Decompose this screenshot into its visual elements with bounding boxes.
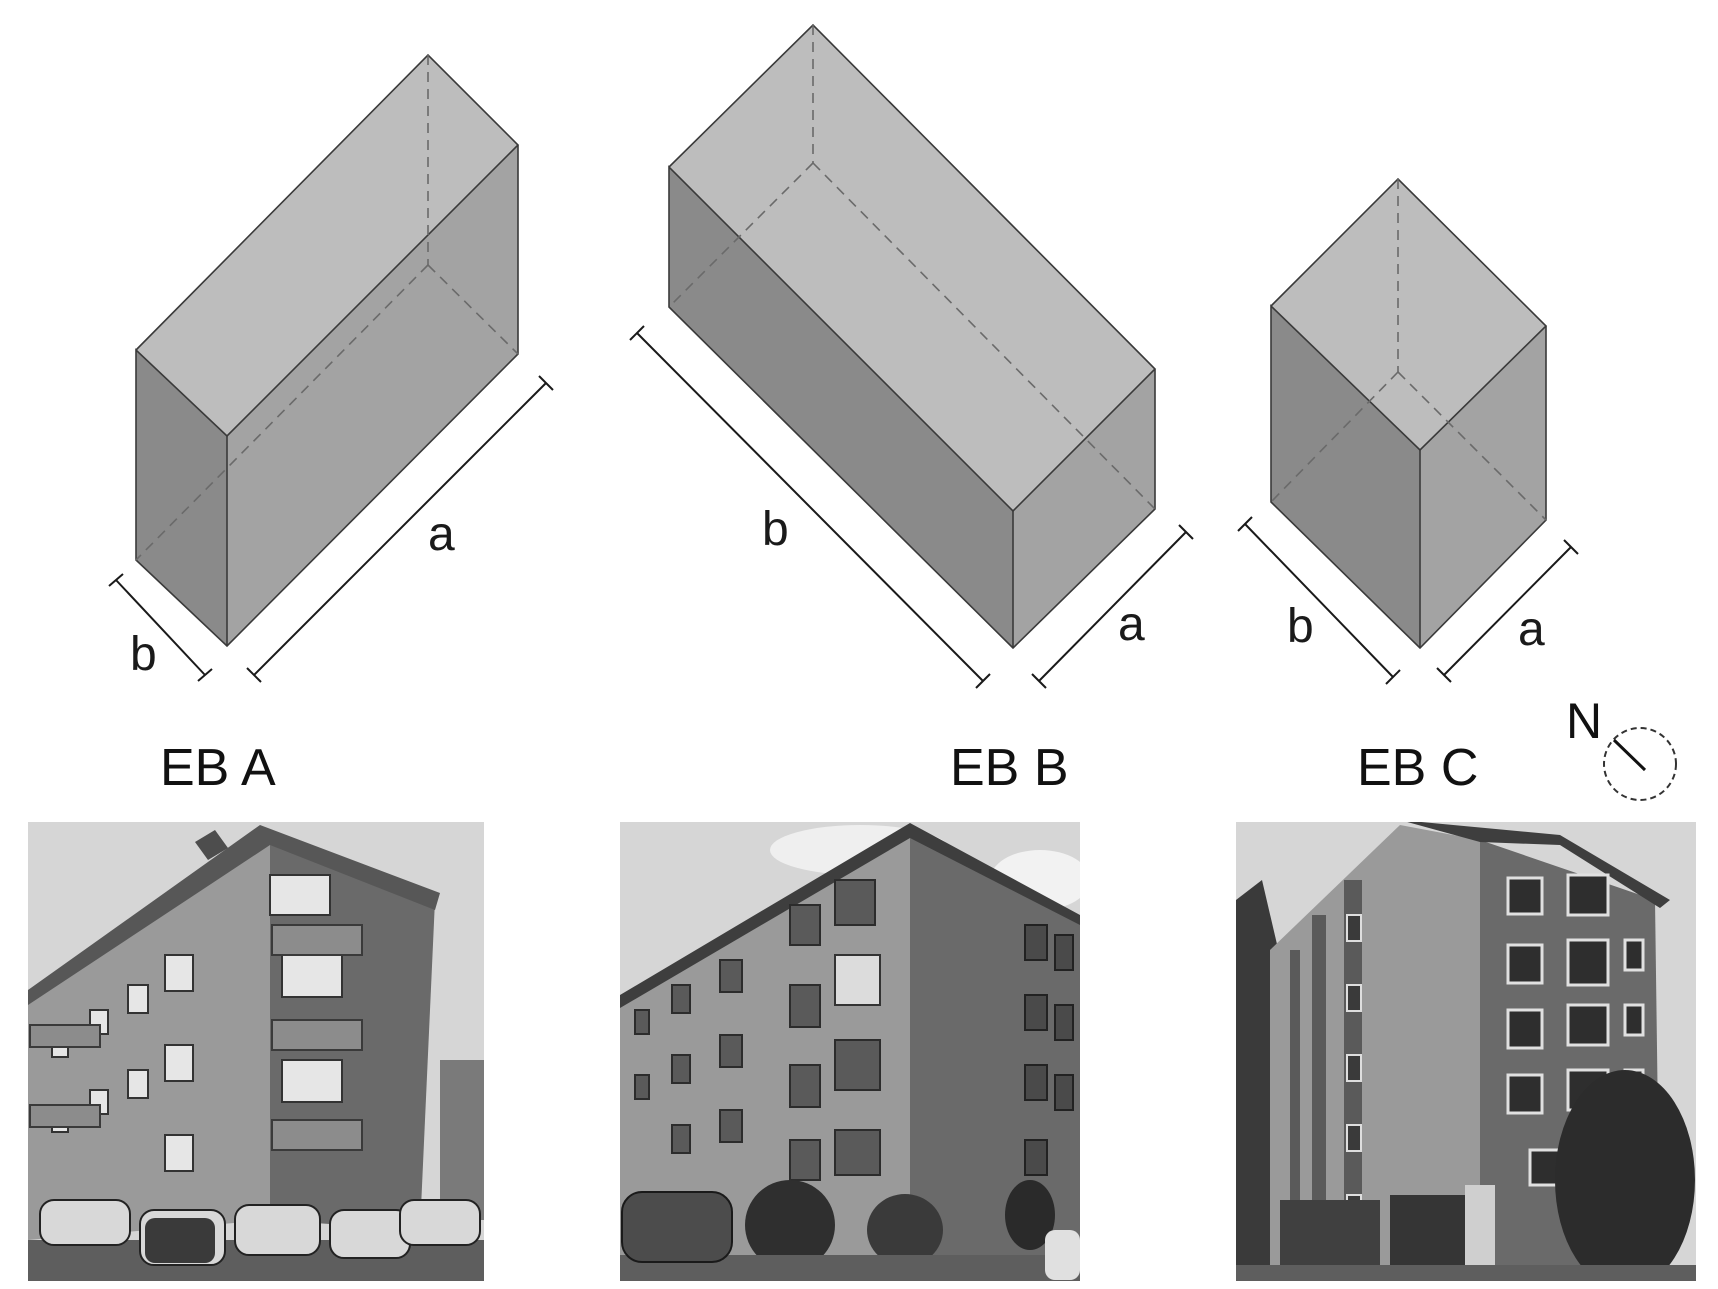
block-a-top-face [136,55,518,436]
block-eb-b: b a [629,23,1194,689]
dimension-b-eb-c: b [1237,516,1401,685]
dimension-a-eb-a: a [246,375,554,683]
label-eb-a: EB A [160,739,276,797]
dimension-a-label: a [1118,598,1145,651]
block-b-right-face [1013,369,1155,648]
block-c-top-face [1271,179,1546,450]
dimension-a-label: a [428,508,455,561]
label-eb-c: EB C [1357,739,1478,797]
compass-label: N [1566,693,1602,749]
block-c-right-face [1420,326,1546,648]
block-eb-c: b a [1237,177,1579,685]
photo-eb-c [1236,822,1696,1281]
block-c-left-face [1271,306,1420,648]
dimension-a-eb-b: a [1031,524,1194,689]
photo-eb-b [620,822,1080,1281]
north-arrow-icon: N [1566,693,1677,801]
block-b-left-face [669,167,1013,648]
dimension-b-label: b [762,503,789,556]
dimension-a-eb-c: a [1436,539,1579,683]
dimension-b-eb-a: b [108,573,213,682]
block-eb-a: b a [108,53,554,683]
dimension-b-label: b [130,628,157,681]
dimension-b-label: b [1287,600,1314,653]
photo-eb-a [28,822,484,1281]
block-a-right-face [227,145,518,646]
label-eb-b: EB B [950,739,1069,797]
dimension-a-label: a [1518,603,1545,656]
dimension-b-eb-b: b [629,325,991,689]
block-a-left-face [136,350,227,646]
block-b-top-face [669,25,1155,511]
